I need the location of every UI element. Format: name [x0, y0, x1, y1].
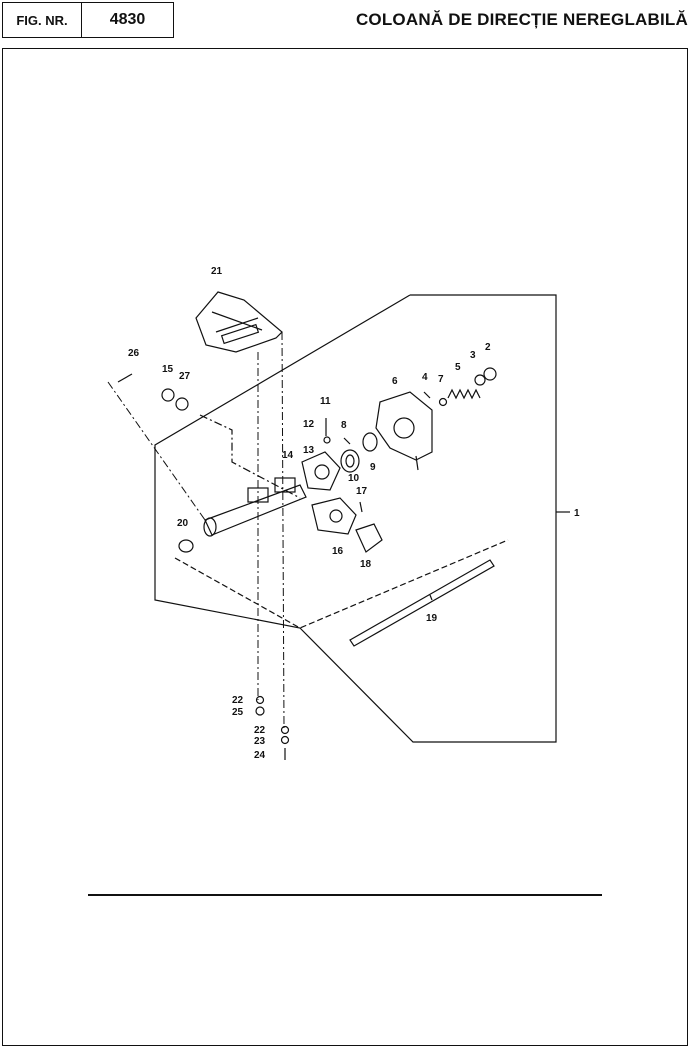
callout-8: 8 — [341, 420, 347, 431]
callout-labels: 1 2 3 4 5 6 7 8 9 10 11 12 13 14 15 16 1… — [128, 266, 580, 761]
part-17-pin — [359, 501, 363, 513]
callout-16: 16 — [332, 546, 344, 557]
callout-24: 24 — [254, 750, 266, 761]
callout-3: 3 — [470, 350, 476, 361]
callout-4: 4 — [422, 372, 428, 383]
part-16-housing — [311, 497, 357, 535]
part-14-column-tube — [203, 477, 307, 537]
part-7-washer — [438, 397, 448, 407]
inner-boundary-2 — [199, 414, 301, 499]
callout-22a: 22 — [232, 695, 244, 706]
assembly-outline — [154, 294, 557, 743]
callout-26: 26 — [128, 348, 140, 359]
callout-21: 21 — [211, 266, 223, 277]
callout-20: 20 — [177, 518, 189, 529]
figure-number: 4830 — [109, 11, 146, 28]
callout-13: 13 — [303, 445, 315, 456]
part-15-nut — [161, 388, 175, 402]
part-2-nut — [483, 367, 497, 381]
part-27-washer — [175, 397, 189, 411]
callout-5: 5 — [455, 362, 461, 373]
part-13-housing — [301, 451, 341, 491]
callout-6: 6 — [392, 376, 398, 387]
callout-22b: 22 — [254, 725, 266, 736]
part-9-ring — [362, 432, 378, 452]
centerline-b — [281, 331, 285, 729]
part-8-screw — [343, 437, 351, 445]
figure-number-box: FIG. NR. 4830 — [2, 2, 174, 38]
callout-10: 10 — [348, 473, 360, 484]
part-20-bushing — [178, 539, 194, 553]
callout-15: 15 — [162, 364, 174, 375]
centerline-c — [107, 381, 206, 521]
callout-18: 18 — [360, 559, 372, 570]
callout-9: 9 — [370, 462, 376, 473]
callout-17: 17 — [356, 486, 368, 497]
part-12-washer — [323, 436, 331, 444]
part-23-washer — [280, 735, 290, 745]
callout-2: 2 — [485, 342, 491, 353]
part-22-washer-a — [255, 695, 265, 705]
drawing-frame — [2, 48, 688, 1046]
callout-14: 14 — [282, 450, 294, 461]
callout-19: 19 — [426, 613, 438, 624]
part-26-bolt — [117, 373, 133, 383]
callout-7: 7 — [438, 374, 444, 385]
callout-12: 12 — [303, 419, 315, 430]
part-22-washer-b — [280, 725, 290, 735]
callout-11: 11 — [320, 396, 331, 407]
part-10-bushing — [340, 449, 360, 473]
part-18-block — [355, 523, 383, 553]
part-5-spring — [447, 388, 481, 400]
part-25-nut — [255, 706, 265, 716]
part-19-shaft — [349, 559, 495, 647]
callout-27: 27 — [179, 371, 191, 382]
inner-boundary — [174, 539, 509, 629]
part-21-bracket — [195, 291, 283, 353]
part-6-lock-housing — [375, 391, 433, 471]
callout-25: 25 — [232, 707, 244, 718]
callout-23: 23 — [254, 736, 266, 747]
part-3-cap — [474, 374, 486, 386]
page-title: COLOANĂ DE DIRECȚIE NEREGLABILĂ — [355, 10, 688, 29]
callout-1: 1 — [574, 508, 580, 519]
part-4-screw — [423, 391, 431, 399]
figure-label: FIG. NR. — [3, 3, 82, 37]
